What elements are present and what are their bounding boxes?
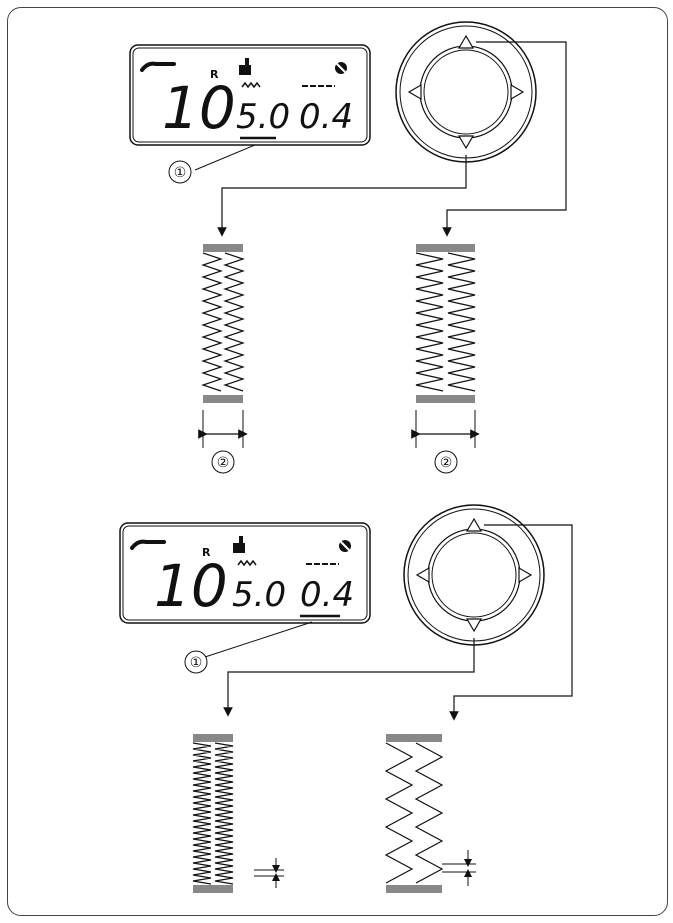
bobbin-icon <box>336 537 354 555</box>
diagram-frame <box>7 7 668 916</box>
callout-leader <box>194 144 256 171</box>
connector-down <box>217 155 467 237</box>
callout-circle <box>184 650 208 674</box>
left-arrow-icon[interactable] <box>415 566 430 584</box>
width-zigzag-icon <box>237 559 257 567</box>
stitch-zigzag <box>201 252 223 392</box>
stitch-zigzag <box>192 742 212 885</box>
callout-circle <box>168 160 192 184</box>
dimension-narrow: ② <box>198 410 248 474</box>
stitch-zigzag <box>384 742 414 884</box>
down-arrow-icon[interactable] <box>457 135 475 150</box>
length-value: 0.4 <box>299 97 353 137</box>
dimension-label: ② <box>440 455 453 471</box>
length-value: 0.4 <box>300 575 354 615</box>
stitch-spacing-marker <box>442 850 476 886</box>
stitch-zigzag <box>415 252 444 392</box>
pattern-number: 10 <box>162 74 236 142</box>
callout-label: ① <box>190 655 203 671</box>
width-zigzag-icon <box>241 81 261 89</box>
stitch-zigzag <box>414 742 444 884</box>
stitch-result-narrow <box>201 244 245 403</box>
dimension-label: ② <box>217 455 230 471</box>
panel-width-adjust: R 10 5.0 0.4 ① <box>129 21 567 474</box>
lcd-display: R 10 5.0 0.4 <box>129 44 371 146</box>
lcd-display: R 10 5.0 0.4 <box>119 522 371 624</box>
stitch-result-sparse <box>384 734 444 893</box>
presser-foot-line-icon <box>130 539 166 550</box>
stitch-zigzag <box>447 252 476 392</box>
mode-letter: R <box>210 68 219 81</box>
callout-leader <box>204 621 313 658</box>
presser-foot-line-icon <box>140 61 176 72</box>
up-arrow-icon[interactable] <box>457 34 475 49</box>
callout-label: ① <box>174 165 187 181</box>
connector-up <box>442 41 567 237</box>
right-arrow-icon[interactable] <box>518 566 533 584</box>
buttonhole-lever-icon <box>233 536 245 553</box>
connector-down <box>223 638 475 717</box>
stitch-spacing-marker <box>254 858 284 888</box>
width-value: 5.0 <box>236 97 290 137</box>
buttonhole-lever-icon <box>239 58 251 75</box>
pattern-number: 10 <box>154 552 228 620</box>
connector-up <box>449 524 573 721</box>
stitch-zigzag <box>223 252 245 392</box>
dimension-wide: ② <box>411 410 480 474</box>
up-arrow-icon[interactable] <box>465 517 483 532</box>
panel-length-adjust: R 10 5.0 0.4 ① <box>119 504 573 893</box>
stitch-result-dense <box>192 734 234 893</box>
down-arrow-icon[interactable] <box>465 618 483 633</box>
width-value: 5.0 <box>232 575 286 615</box>
stitch-zigzag <box>214 742 234 885</box>
left-arrow-icon[interactable] <box>407 83 422 101</box>
bobbin-icon <box>332 59 350 77</box>
dial-control[interactable] <box>395 21 537 163</box>
stitch-result-wide <box>415 244 476 403</box>
mode-letter: R <box>202 546 211 559</box>
right-arrow-icon[interactable] <box>510 83 525 101</box>
dial-control[interactable] <box>403 504 545 646</box>
